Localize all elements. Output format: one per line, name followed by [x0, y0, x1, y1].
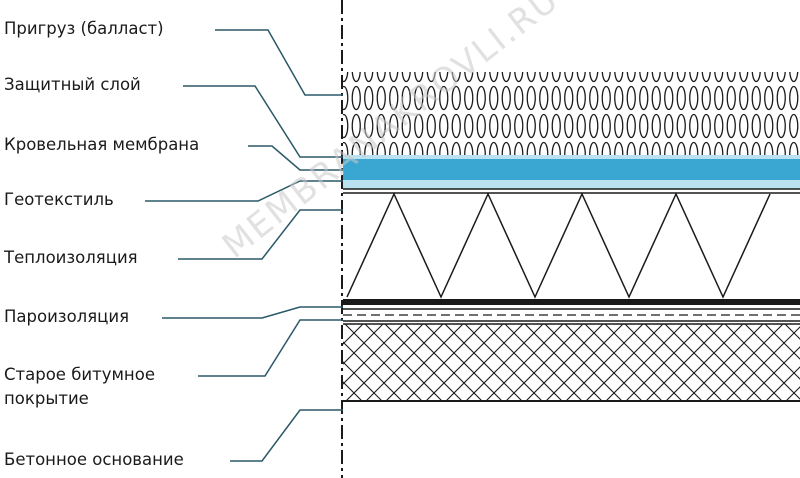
hatch-line	[684, 324, 764, 402]
label-concrete-base: Бетонное основание	[4, 450, 184, 469]
hatch-line	[343, 381, 364, 402]
label-thermal-insulation: Теплоизоляция	[4, 248, 138, 267]
hatch-line	[504, 324, 584, 402]
hatch-line	[343, 401, 344, 402]
insulation-zigzag	[346, 192, 771, 299]
hatch-line	[624, 324, 704, 402]
hatch-line	[744, 324, 800, 380]
hatch-line	[484, 324, 564, 402]
hatch-line	[724, 324, 800, 400]
hatch-line	[784, 386, 800, 402]
hatch-line	[784, 324, 800, 340]
hatch-line	[664, 324, 744, 402]
hatch-line	[343, 324, 344, 325]
hatch-line	[364, 324, 444, 402]
hatch-line	[644, 324, 724, 402]
leader-geotextile	[145, 180, 343, 202]
protective-layer-ovals	[343, 72, 800, 156]
label-protective-layer: Защитный слой	[4, 75, 141, 94]
hatch-line	[343, 361, 384, 402]
label-old-bitumen-line2: покрытие	[4, 389, 89, 408]
hatch-line	[444, 324, 524, 402]
bitumen-crosshatch	[343, 324, 800, 402]
hatch-line	[404, 324, 484, 402]
leader-ballast	[215, 29, 343, 96]
hatch-line	[544, 324, 624, 402]
leader-concrete	[230, 409, 343, 462]
hatch-line	[764, 324, 800, 360]
label-geotextile: Геотекстиль	[4, 190, 114, 209]
hatch-line	[704, 324, 784, 402]
hatch-line	[524, 324, 604, 402]
membrane-layer	[343, 159, 800, 180]
hatch-line	[584, 324, 664, 402]
leader-protective	[183, 85, 343, 158]
vapor-barrier-thick	[343, 299, 800, 305]
leader-bitumen	[198, 319, 343, 377]
leader-membrane	[248, 145, 343, 171]
hatch-line	[344, 324, 424, 402]
hatch-line	[343, 341, 404, 402]
leader-insulation	[178, 209, 343, 260]
leader-vapor	[162, 306, 343, 319]
hatch-line	[464, 324, 544, 402]
hatch-line	[343, 324, 364, 345]
label-old-bitumen-line1: Старое битумное	[4, 365, 155, 384]
label-vapor-barrier: Пароизоляция	[4, 307, 130, 326]
label-roofing-membrane: Кровельная мембрана	[4, 135, 200, 154]
hatch-line	[764, 366, 800, 402]
label-ballast: Пригруз (балласт)	[4, 19, 164, 38]
hatch-line	[564, 324, 644, 402]
hatch-line	[384, 324, 464, 402]
hatch-line	[604, 324, 684, 402]
hatch-line	[424, 324, 504, 402]
